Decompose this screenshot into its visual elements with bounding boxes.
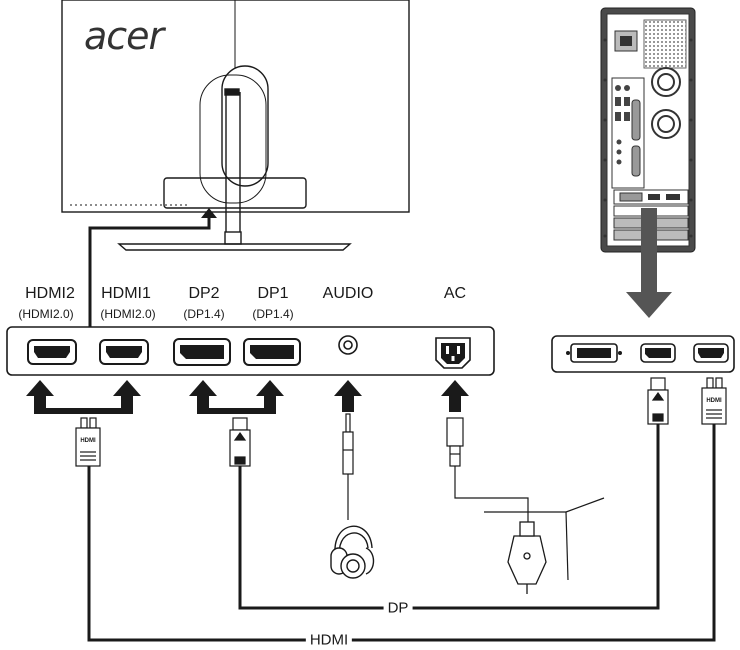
port-sublabel-hdmi1: (HDMI2.0) <box>100 307 156 321</box>
cables <box>87 424 716 642</box>
headphones-icon <box>330 525 375 579</box>
monitor-rear <box>61 0 410 251</box>
dp-plug-monitor <box>229 417 251 467</box>
hdmi-cable-label: HDMI <box>305 631 353 649</box>
port-label-dp1: DP1 <box>257 285 289 302</box>
port-label-dp2: DP2 <box>188 285 220 302</box>
audio-arrow <box>334 380 362 412</box>
pc-dp-port <box>640 343 676 363</box>
stand-foot <box>117 243 352 251</box>
hdmi2-arrow <box>26 380 54 414</box>
hdmi-plug-text-pc: HDMI <box>706 398 722 404</box>
hdmi-cable <box>87 424 716 642</box>
fan-1 <box>651 67 681 97</box>
hdmi2-port <box>27 339 77 365</box>
monitor-body <box>61 0 410 213</box>
ac-arrow <box>441 380 469 412</box>
dp-cable-label: DP <box>383 599 413 617</box>
dp-cable <box>238 424 660 610</box>
ac-cord <box>454 466 605 581</box>
stand-neck-loop <box>221 65 269 187</box>
ac-inlet <box>435 337 471 369</box>
dp2-port <box>173 338 231 366</box>
port-sublabel-dp2: (DP1.4) <box>183 307 225 321</box>
port-to-monitor-arrow <box>88 208 217 340</box>
zoom-arrow-down <box>626 208 672 318</box>
up-arrows <box>26 380 469 414</box>
port-label-ac: AC <box>443 285 467 302</box>
ac-plug <box>446 417 464 467</box>
hdmi-plug-monitor: HDMI <box>75 417 101 467</box>
stand-base-plate <box>163 177 307 209</box>
dp-plug-pc <box>647 377 669 425</box>
monitor-port-panel <box>6 326 495 376</box>
power-plug-icon <box>507 521 547 594</box>
computer-port-panel <box>551 335 735 373</box>
hdmi1-arrow <box>113 380 141 414</box>
acer-logo: acer <box>84 14 164 58</box>
port-sublabel-hdmi2: (HDMI2.0) <box>18 307 74 321</box>
dp2-arrow <box>189 380 217 414</box>
audio-jack <box>338 335 358 355</box>
pc-hdmi-port <box>693 343 729 363</box>
dp1-arrow <box>256 380 284 414</box>
port-label-hdmi2: HDMI2 <box>25 285 75 302</box>
hdmi-plug-text: HDMI <box>80 438 96 444</box>
port-label-audio: AUDIO <box>322 285 374 302</box>
port-label-hdmi1: HDMI1 <box>101 285 151 302</box>
audio-plug <box>342 413 354 475</box>
fan-2 <box>651 109 681 139</box>
dp1-port <box>243 338 301 366</box>
hdmi1-port <box>99 339 149 365</box>
port-sublabel-dp1: (DP1.4) <box>252 307 294 321</box>
gpu-dvi <box>619 192 643 202</box>
pc-dvi-port <box>566 343 622 363</box>
hdmi-plug-pc: HDMI <box>701 377 727 425</box>
